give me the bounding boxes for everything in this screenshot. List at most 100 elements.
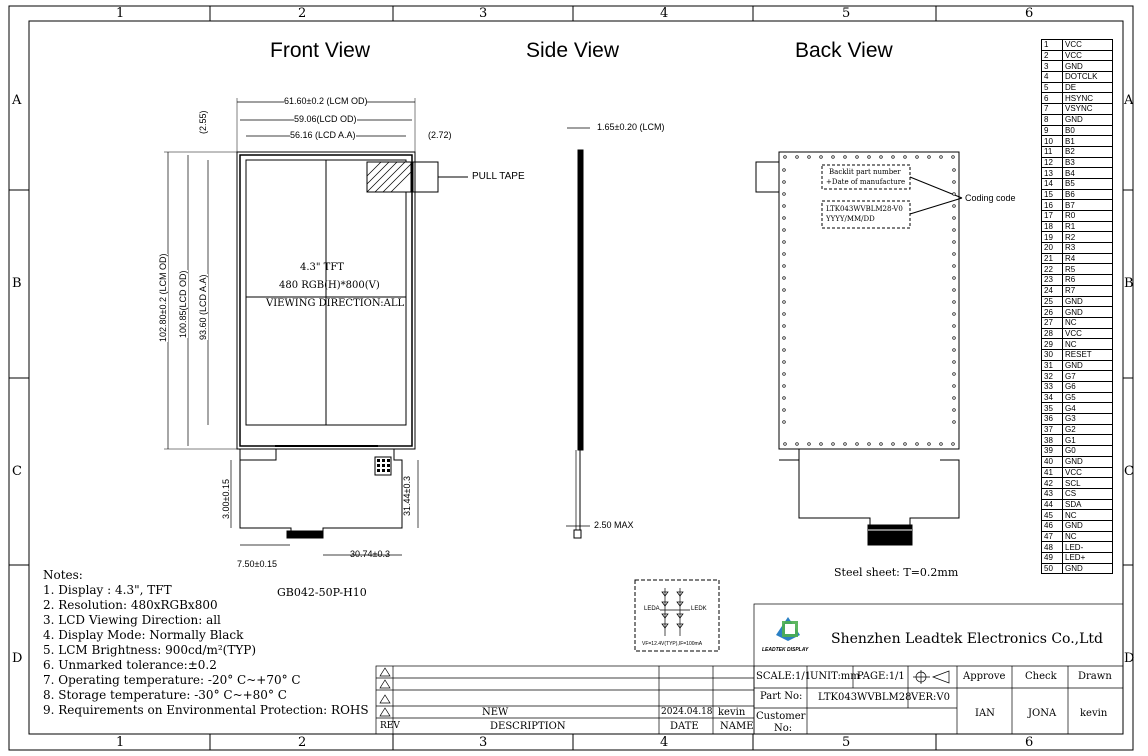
pin-signal: B4 — [1062, 167, 1113, 179]
date-header: DATE — [670, 721, 699, 732]
pin-signal: NC — [1062, 338, 1113, 350]
pin-number: 29 — [1041, 338, 1063, 350]
pin-number: 19 — [1041, 231, 1063, 244]
pin-signal: DE — [1062, 81, 1113, 94]
pin-signal: B2 — [1062, 145, 1113, 158]
pin-number: 3 — [1041, 60, 1063, 73]
pin-signal: VCC — [1062, 39, 1113, 51]
note-1: 1. Display : 4.3", TFT — [43, 583, 172, 597]
grid-col-2-bottom: 2 — [298, 735, 307, 750]
rivet-dot — [782, 384, 786, 388]
rivet-dot — [807, 442, 811, 446]
pin-signal: GND — [1062, 359, 1113, 372]
pin-number: 7 — [1041, 103, 1063, 115]
note-3: 3. LCD Viewing Direction: all — [43, 613, 221, 627]
pin-signal: GND — [1062, 562, 1113, 575]
rivet-dot — [939, 442, 943, 446]
pin-number: 25 — [1041, 295, 1063, 308]
pin-signal: G3 — [1062, 413, 1113, 425]
grid-col-5: 5 — [842, 6, 851, 21]
pin-signal: R5 — [1062, 263, 1113, 276]
dim-fpc-a: 3.00±0.15 — [221, 479, 231, 519]
rivet-dot — [952, 324, 956, 328]
rivet-dot — [891, 155, 895, 159]
pin-number: 39 — [1041, 445, 1063, 457]
pin-number: 17 — [1041, 210, 1063, 222]
rivet-dot — [782, 420, 786, 424]
rivet-dot — [952, 204, 956, 208]
part-code-label: LTK043WVBLM28-V0 — [826, 205, 903, 213]
grid-col-3: 3 — [479, 6, 488, 21]
pin-number: 38 — [1041, 434, 1063, 447]
side-view-drawing — [566, 127, 590, 539]
rivet-dot — [783, 442, 787, 446]
pin-number: 24 — [1041, 284, 1063, 297]
pin-signal: G4 — [1062, 402, 1113, 415]
unit-label: UNIT:mm — [810, 671, 860, 682]
pin-number: 35 — [1041, 402, 1063, 415]
check-header: Check — [1025, 671, 1057, 682]
rivet-dot — [782, 228, 786, 232]
pin-signal: B6 — [1062, 188, 1113, 201]
pin-number: 2 — [1041, 49, 1063, 62]
side-view-title: Side View — [526, 39, 620, 62]
pin-signal: R6 — [1062, 274, 1113, 286]
grid-col-2: 2 — [298, 6, 307, 21]
pin-signal: B7 — [1062, 199, 1113, 211]
grid-row-a-right: A — [1124, 93, 1134, 108]
pin-signal: LED- — [1062, 541, 1113, 553]
pin-number: 41 — [1041, 466, 1063, 479]
pin-number: 31 — [1041, 359, 1063, 372]
pin-number: 40 — [1041, 455, 1063, 468]
grid-dividers — [9, 6, 1133, 750]
back-panel-rivets — [782, 155, 956, 446]
led-spec-label: VF=12.4V(TYP),IF=100mA — [642, 641, 703, 647]
pin-number: 13 — [1041, 167, 1063, 179]
approver-name: IAN — [975, 708, 995, 719]
rivet-dot — [867, 442, 871, 446]
rivet-dot — [951, 442, 955, 446]
pin-number: 47 — [1041, 530, 1063, 543]
pin-signal: NC — [1062, 530, 1113, 543]
pin-number: 45 — [1041, 509, 1063, 521]
grid-row-b: B — [12, 276, 22, 291]
rivet-dot — [915, 442, 919, 446]
company-logo-icon — [776, 617, 800, 641]
rivet-dot — [952, 384, 956, 388]
description-header: DESCRIPTION — [490, 721, 566, 732]
title-block-lines — [753, 603, 1124, 735]
grid-row-b-right: B — [1124, 276, 1134, 291]
dim-top-gap: (2.55) — [198, 110, 208, 134]
pin-number: 6 — [1041, 92, 1063, 105]
pin-signal: GND — [1062, 519, 1113, 532]
leda-label: LEDA — [644, 606, 660, 612]
pin-number: 16 — [1041, 199, 1063, 211]
approve-header: Approve — [963, 671, 1006, 682]
pin-number: 36 — [1041, 413, 1063, 425]
led-circuit — [634, 579, 720, 652]
rivet-dot — [952, 348, 956, 352]
pin-signal: R3 — [1062, 242, 1113, 254]
pin-number: 20 — [1041, 242, 1063, 254]
version-label: VER:V0 — [911, 692, 951, 703]
